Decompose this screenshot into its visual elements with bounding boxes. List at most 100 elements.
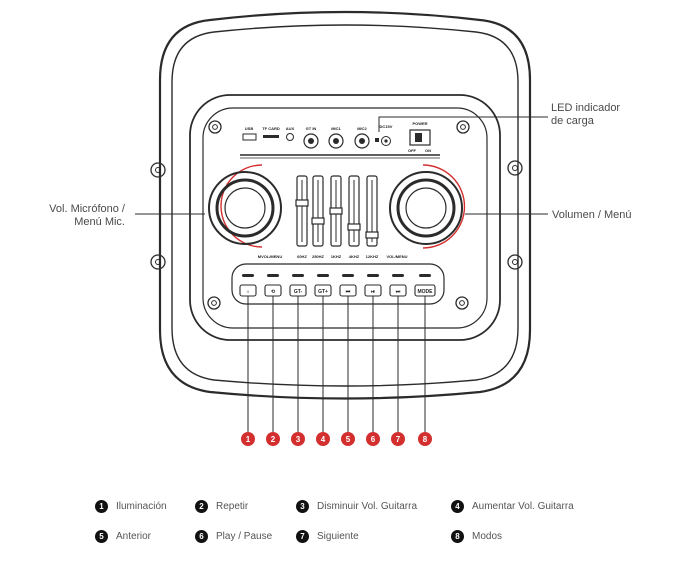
panel-button-8[interactable]: MODE (414, 284, 436, 297)
panel-button-label: MODE (418, 289, 434, 295)
control-panel-outer (189, 94, 501, 341)
legend-label: Modos (472, 531, 503, 542)
input-ports: USB TF CARD AUX GT IN MIC1 MIC2 DC15V PO… (242, 121, 431, 153)
on-label: ON (425, 148, 431, 153)
panel-button-label: ⏮ (346, 289, 351, 295)
legend-label: Aumentar Vol. Guitarra (472, 501, 574, 512)
control-panel (202, 107, 488, 329)
tf-card-slot (263, 135, 279, 138)
aux-jack (286, 133, 294, 141)
led-callout-line2: de carga (551, 115, 595, 127)
dc-jack (381, 136, 391, 146)
legend-number: 4 (451, 500, 464, 513)
callout-number: 8 (423, 435, 428, 444)
legend-number: 5 (95, 530, 108, 543)
eq-slider-knob (347, 223, 361, 231)
eq-freq-label: 12KHZ (366, 254, 379, 259)
mic2-jack (354, 133, 370, 149)
side-screws (150, 160, 523, 270)
usb-port (242, 133, 257, 141)
housing-inner-line (171, 24, 519, 387)
button-led-indicator (267, 274, 279, 277)
equalizer: 60HZ 250HZ 1KHZ 4KHZ 12KHZ (295, 175, 379, 259)
callout-number-badge (241, 432, 255, 446)
led-callout-line1: LED indicador (551, 102, 620, 114)
legend-label: Repetir (216, 501, 249, 512)
legend-number: 6 (195, 530, 208, 543)
legend-item-3: 3 Disminuir Vol. Guitarra (296, 500, 417, 513)
volume-menu-label: VOL/MENU (386, 254, 407, 259)
panel-button-6[interactable]: ⏯ (364, 284, 382, 297)
callout-number-badge (291, 432, 305, 446)
eq-slider-4[interactable] (347, 175, 361, 247)
gt-in-label: GT IN (306, 126, 317, 131)
legend-label: Disminuir Vol. Guitarra (317, 501, 418, 512)
legend-label: Anterior (116, 531, 152, 542)
dc-label: DC15V (380, 124, 393, 129)
volume-callout: Volumen / Menú (552, 209, 632, 221)
callout-number: 7 (396, 435, 401, 444)
eq-freq-label: 60HZ (297, 254, 307, 259)
callout-number-badge (266, 432, 280, 446)
legend-number: 7 (296, 530, 309, 543)
speaker-housing (158, 10, 532, 400)
tf-card-label: TF CARD (262, 126, 280, 131)
eq-slider-3[interactable] (329, 175, 343, 247)
legend-label: Siguiente (317, 531, 359, 542)
legend-number: 8 (451, 530, 464, 543)
eq-slider-2[interactable] (311, 175, 325, 247)
charge-led (375, 138, 379, 142)
legend-item-8: 8 Modos (451, 530, 502, 543)
legend-item-5: 5 Anterior (95, 530, 151, 543)
button-led-indicator (317, 274, 329, 277)
eq-slider-knob (365, 231, 379, 239)
panel-button-2[interactable]: ⟲ (264, 284, 282, 297)
usb-label: USB (245, 126, 254, 131)
callout-number-badge (366, 432, 380, 446)
callout-lines (135, 116, 548, 215)
panel-button-3[interactable]: GT- (289, 284, 307, 297)
panel-button-label: ⏭ (396, 289, 401, 295)
callout-number-badge (418, 432, 432, 446)
button-led-indicator (342, 274, 354, 277)
legend-item-2: 2 Repetir (195, 500, 248, 513)
eq-slider-5[interactable] (365, 175, 379, 247)
callout-number: 4 (321, 435, 326, 444)
callout-number-badge (391, 432, 405, 446)
panel-button-label: ⟲ (271, 289, 276, 295)
mic-menu-label: MVOL/MENU (258, 254, 283, 259)
legend-item-1: 1 Iluminación (95, 500, 167, 513)
legend-item-4: 4 Aumentar Vol. Guitarra (451, 500, 574, 513)
power-switch (409, 129, 431, 146)
panel-button-5[interactable]: ⏮ (339, 284, 357, 297)
panel-screws (207, 120, 470, 310)
panel-button-7[interactable]: ⏭ (389, 284, 407, 297)
panel-button-label: ☼ (246, 289, 251, 295)
callout-number: 5 (346, 435, 351, 444)
callout-number: 2 (271, 435, 276, 444)
volume-knob-red-arc (422, 164, 466, 249)
button-led-indicator (242, 274, 254, 277)
eq-freq-label: 4KHZ (349, 254, 360, 259)
panel-button-4[interactable]: GT+ (314, 284, 332, 297)
legend-number: 2 (195, 500, 208, 513)
legend-label: Play / Pause (216, 531, 273, 542)
button-led-indicator (419, 274, 431, 277)
mic1-label: MIC1 (331, 126, 341, 131)
panel-button-1[interactable]: ☼ (239, 284, 257, 297)
eq-freq-label: 1KHZ (331, 254, 342, 259)
off-label: OFF (408, 148, 417, 153)
gt-in-jack (303, 133, 319, 149)
button-row-frame (231, 263, 445, 305)
panel-button-label: ⏯ (371, 289, 375, 295)
volume-knob[interactable] (389, 164, 466, 249)
mic-volume-knob[interactable] (208, 164, 282, 248)
eq-slider-1[interactable] (295, 175, 309, 247)
legend-number: 1 (95, 500, 108, 513)
legend-label: Iluminación (116, 501, 167, 512)
button-led-indicator (367, 274, 379, 277)
eq-freq-label: 250HZ (312, 254, 325, 259)
